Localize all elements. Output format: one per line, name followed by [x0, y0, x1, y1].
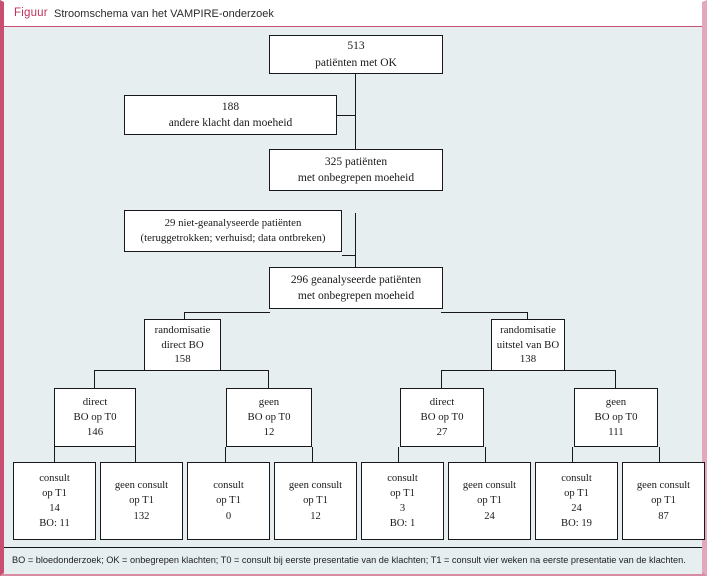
node-leaf1-line4: BO: 11	[39, 518, 70, 530]
node-rand-uitstel-line2: uitstel van BO	[496, 338, 560, 351]
node-leaf-geen-consult-87: geen consult op T1 87	[622, 462, 705, 540]
figure-header: Figuur Stroomschema van het VAMPIRE-onde…	[4, 2, 702, 27]
node-188-line1: 188	[221, 100, 240, 113]
figure-legend: BO = bloedonderzoek; OK = onbegrepen kla…	[12, 555, 686, 565]
node-arm2-line2: BO op T0	[247, 411, 291, 424]
node-leaf7-line2: op T1	[564, 487, 589, 499]
connector-randuitstel-left-h	[441, 370, 491, 372]
node-513-line1: 513	[347, 40, 365, 53]
node-leaf3-line1: consult	[213, 480, 244, 492]
node-leaf4-line2: op T1	[303, 495, 328, 507]
node-513-patients: 513 patiënten met OK	[269, 35, 443, 74]
node-randomisation-direct-bo: randomisatie direct BO 158	[144, 319, 221, 371]
node-296-line2: met onbegrepen moeheid	[297, 290, 415, 302]
node-leaf7-line1: consult	[561, 472, 592, 484]
connector-arm1-leaf2	[135, 447, 137, 462]
node-29-not-analysed: 29 niet-geanalyseerde patiënten (terugge…	[124, 210, 342, 252]
node-leaf6-line2: op T1	[477, 495, 502, 507]
node-325-line2: met onbegrepen moeheid	[297, 172, 415, 184]
connector-arm1-leaf1	[54, 447, 56, 462]
node-296-analysed: 296 geanalyseerde patiënten met onbegrep…	[269, 267, 443, 309]
node-rand-direct-line3: 158	[174, 353, 191, 366]
node-leaf6-line3: 24	[484, 510, 495, 522]
node-arm4-line3: 111	[608, 425, 624, 438]
figure-label: Figuur	[14, 7, 48, 19]
node-rand-direct-line1: randomisatie	[154, 323, 211, 336]
node-arm3-line2: BO op T0	[420, 411, 464, 424]
connector-188-branch	[337, 115, 356, 117]
node-leaf-geen-consult-132: geen consult op T1 132	[100, 462, 183, 540]
node-randomisation-delayed-bo: randomisatie uitstel van BO 138	[491, 319, 565, 371]
node-leaf4-line3: 12	[310, 510, 321, 522]
node-arm-direct-bo-t0-146: direct BO op T0 146	[54, 388, 136, 447]
node-rand-uitstel-line3: 138	[519, 353, 537, 366]
connector-randdirect-right-h	[221, 370, 269, 372]
node-leaf-consult-0: consult op T1 0	[187, 462, 270, 540]
node-arm4-line1: geen	[605, 396, 627, 409]
node-leaf1-line2: op T1	[42, 487, 67, 499]
node-arm3-line1: direct	[429, 396, 455, 409]
node-leaf1-line1: consult	[39, 472, 70, 484]
node-leaf-consult-24: consult op T1 24 BO: 19	[535, 462, 618, 540]
node-leaf2-line1: geen consult	[114, 480, 169, 492]
node-arm1-line1: direct	[82, 396, 108, 409]
node-29-line1: 29 niet-geanalyseerde patiënten	[164, 217, 302, 230]
node-leaf3-line3: 0	[225, 510, 232, 522]
connector-arm4-leaf7	[572, 447, 574, 462]
node-arm2-line3: 12	[263, 425, 275, 438]
node-arm-direct-bo-t0-27: direct BO op T0 27	[400, 388, 484, 447]
node-leaf3-line2: op T1	[216, 495, 241, 507]
node-188-other-complaint: 188 andere klacht dan moeheid	[124, 95, 337, 135]
connector-arm2-leaf4	[312, 447, 314, 462]
node-leaf-consult-3: consult op T1 3 BO: 1	[361, 462, 444, 540]
node-arm3-line3: 27	[436, 425, 448, 438]
figure-title: Stroomschema van het VAMPIRE-onderzoek	[54, 7, 274, 20]
node-leaf1-line3: 14	[49, 503, 60, 514]
connector-513-to-325	[355, 74, 357, 161]
node-leaf5-line3: 3	[399, 503, 406, 514]
node-rand-uitstel-line1: randomisatie	[500, 323, 556, 336]
connector-325-to-296	[355, 213, 357, 291]
connector-randdirect-left-h	[94, 370, 144, 372]
node-leaf5-line2: op T1	[390, 487, 415, 499]
node-leaf5-line1: consult	[387, 472, 418, 484]
node-leaf6-line1: geen consult	[462, 480, 517, 492]
node-leaf-geen-consult-12: geen consult op T1 12	[274, 462, 357, 540]
node-leaf2-line3: 132	[133, 510, 150, 522]
node-leaf-geen-consult-24: geen consult op T1 24	[448, 462, 531, 540]
node-leaf8-line2: op T1	[651, 495, 676, 507]
connector-arm4-leaf8	[659, 447, 661, 462]
node-arm2-line1: geen	[258, 396, 280, 409]
node-arm-geen-bo-t0-12: geen BO op T0 12	[226, 388, 312, 447]
node-leaf4-line1: geen consult	[288, 480, 343, 492]
node-325-unexplained-fatigue: 325 patiënten met onbegrepen moeheid	[269, 149, 443, 191]
connector-randuitstel-right-h	[565, 370, 616, 372]
connector-296-left-h	[184, 312, 270, 314]
node-leaf5-line4: BO: 1	[389, 518, 416, 530]
figure-footer: BO = bloedonderzoek; OK = onbegrepen kla…	[4, 547, 702, 574]
node-arm4-line2: BO op T0	[594, 411, 638, 424]
node-leaf8-line1: geen consult	[636, 480, 691, 492]
node-325-line1: 325 patiënten	[324, 155, 388, 168]
node-leaf-consult-14: consult op T1 14 BO: 11	[13, 462, 96, 540]
connector-arm3-leaf5	[398, 447, 400, 462]
node-arm1-line3: 146	[86, 425, 104, 438]
node-leaf2-line2: op T1	[129, 495, 154, 507]
flowchart-canvas: 513 patiënten met OK 188 andere klacht d…	[4, 27, 705, 547]
node-513-line2: patiënten met OK	[315, 56, 397, 69]
node-296-line1: 296 geanalyseerde patiënten	[290, 273, 422, 286]
node-29-line2: (teruggetrokken; verhuisd; data ontbreke…	[140, 232, 326, 244]
node-188-line2: andere klacht dan moeheid	[168, 117, 293, 129]
node-leaf7-line4: BO: 19	[561, 518, 592, 530]
node-arm1-line2: BO op T0	[73, 411, 117, 424]
connector-arm3-leaf6	[485, 447, 487, 462]
connector-296-right-h	[441, 312, 528, 314]
node-rand-direct-line2: direct BO	[161, 338, 204, 351]
connector-arm2-leaf3	[225, 447, 227, 462]
node-leaf8-line3: 87	[658, 510, 669, 522]
node-leaf7-line3: 24	[571, 503, 582, 514]
connector-29-branch	[342, 255, 356, 257]
node-arm-geen-bo-t0-111: geen BO op T0 111	[574, 388, 658, 447]
